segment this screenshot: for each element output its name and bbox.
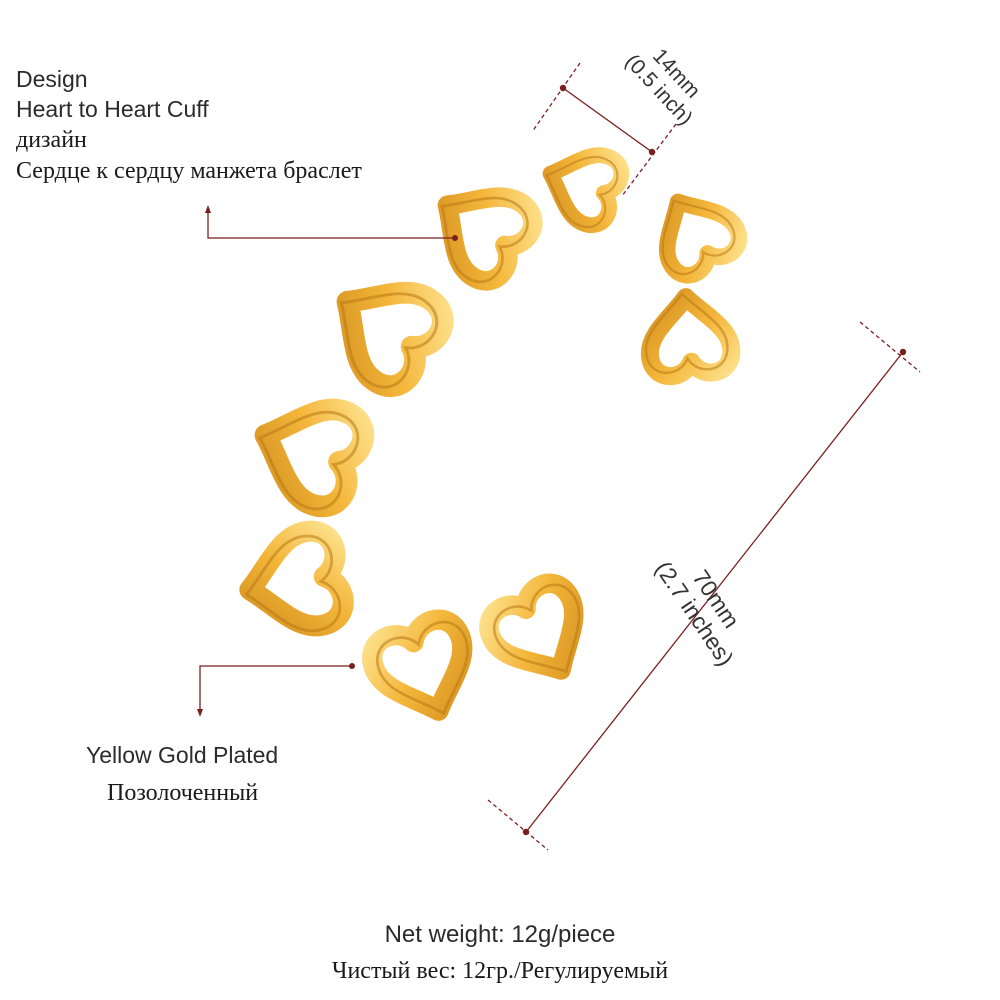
plating-label: Yellow Gold Plated (86, 742, 279, 768)
length-dimension-line (487, 321, 921, 851)
design-name-label-ru: Сердце к сердцу манжета браслет (16, 158, 362, 184)
heart-link (366, 612, 487, 730)
heart-link (417, 167, 542, 293)
heart-link (243, 387, 370, 517)
net-weight-label-ru: Чистый вес: 12гр./Регулируемый (331, 958, 669, 984)
design-name-label: Heart to Heart Cuff (16, 96, 209, 122)
design-label: Design (16, 66, 88, 92)
heart-link (481, 573, 605, 695)
design-label-ru: дизайн (16, 127, 87, 153)
design-leader-line (205, 205, 458, 241)
width-dimension-line (531, 62, 677, 197)
heart-link (641, 180, 746, 283)
heart-link (237, 527, 347, 641)
plating-leader-line (197, 663, 355, 717)
net-weight-label: Net weight: 12g/piece (384, 921, 616, 948)
heart-link (641, 290, 733, 378)
heart-link (534, 139, 626, 233)
heart-cuff-bracelet (237, 139, 745, 730)
plating-label-ru: Позолоченный (107, 780, 259, 806)
heart-link (313, 259, 452, 399)
